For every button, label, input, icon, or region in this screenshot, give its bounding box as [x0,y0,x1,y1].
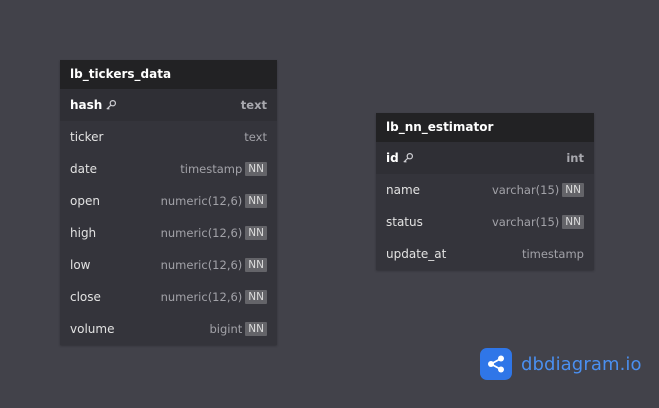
field-row-close[interactable]: close numeric(12,6)NN [60,281,277,313]
field-type-group: numeric(12,6)NN [161,290,267,304]
field-name-group: close [70,290,101,304]
field-type-group: text [244,130,267,144]
field-type: varchar(15) [491,183,560,197]
field-name-group: status [386,215,423,229]
field-type: numeric(12,6) [160,194,243,208]
field-name-group: volume [70,322,114,336]
field-row-open[interactable]: open numeric(12,6)NN [60,185,277,217]
field-name: status [386,215,423,229]
key-icon [403,152,413,163]
field-row-ticker[interactable]: ticker text [60,121,277,153]
dbdiagram-logo[interactable]: dbdiagram.io [480,348,642,380]
field-type: varchar(15) [491,215,560,229]
field-name: name [386,183,421,197]
table-header[interactable]: lb_nn_estimator [376,113,594,142]
field-name: ticker [70,130,104,144]
field-type: timestamp [521,247,584,261]
field-name-group: hash [70,98,117,112]
not-null-badge: NN [245,258,267,272]
not-null-badge: NN [245,162,267,176]
not-null-badge: NN [245,322,267,336]
field-row-high[interactable]: high numeric(12,6)NN [60,217,277,249]
field-name-group: date [70,162,97,176]
field-name: update_at [386,247,447,261]
field-name-group: update_at [386,247,446,261]
field-type: timestamp [180,162,243,176]
field-row-name[interactable]: name varchar(15)NN [376,174,594,206]
field-type-group: numeric(12,6)NN [161,194,267,208]
field-type-group: varchar(15)NN [492,215,584,229]
field-type-group: text [241,98,267,112]
field-type-group: numeric(12,6)NN [161,258,267,272]
field-type: text [240,98,267,112]
not-null-badge: NN [562,183,584,197]
not-null-badge: NN [245,290,267,304]
field-name-group: id [386,151,414,165]
field-type: int [566,151,584,165]
share-icon [480,348,512,380]
field-type: numeric(12,6) [160,258,243,272]
field-type: text [244,130,267,144]
field-name: high [70,226,97,240]
not-null-badge: NN [245,226,267,240]
field-name: date [70,162,98,176]
table-lb-tickers-data[interactable]: lb_tickers_data hash text ticker text date ti… [60,60,277,345]
field-name: low [70,258,91,272]
field-type: numeric(12,6) [160,226,243,240]
field-row-status[interactable]: status varchar(15)NN [376,206,594,238]
field-name: hash [70,98,103,112]
key-icon [106,99,117,110]
field-name-group: ticker [70,130,103,144]
field-row-hash[interactable]: hash text [60,89,277,121]
field-name: close [70,290,101,304]
field-name: id [386,151,399,165]
field-name: open [70,194,100,208]
field-name-group: low [70,258,91,272]
field-row-id[interactable]: id int [376,142,594,174]
field-type-group: int [566,151,584,165]
field-type-group: numeric(12,6)NN [161,226,267,240]
field-name-group: high [70,226,96,240]
field-name: volume [70,322,115,336]
logo-text: dbdiagram.io [521,353,642,375]
not-null-badge: NN [562,215,584,229]
table-header[interactable]: lb_tickers_data [60,60,277,89]
field-name-group: name [386,183,420,197]
field-row-low[interactable]: low numeric(12,6)NN [60,249,277,281]
field-type: numeric(12,6) [160,290,243,304]
field-name-group: open [70,194,100,208]
not-null-badge: NN [245,194,267,208]
field-type-group: timestamp [522,247,584,261]
field-type-group: varchar(15)NN [492,183,584,197]
field-type: bigint [209,322,243,336]
field-row-update-at[interactable]: update_at timestamp [376,238,594,270]
